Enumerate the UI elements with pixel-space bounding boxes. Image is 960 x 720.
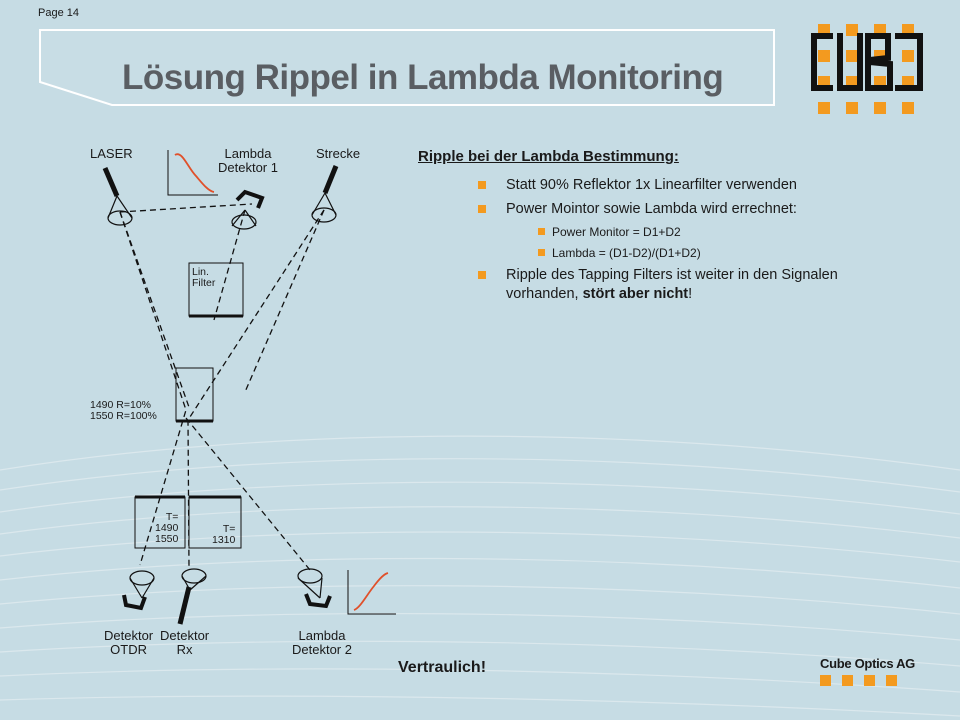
beam-strecke-rx	[187, 209, 325, 569]
laser-lens	[107, 210, 133, 226]
rx-fiber	[177, 586, 192, 625]
beam-lambda2	[185, 417, 311, 571]
laser-fiber	[102, 167, 120, 197]
graph-lambda1-curve	[174, 153, 215, 193]
content-heading: Ripple bei der Lambda Bestimmung:	[418, 148, 679, 165]
company-squares	[820, 673, 908, 691]
graph-lambda1-axes	[167, 150, 218, 196]
splitter-box	[175, 367, 214, 422]
graph-lambda2-axes	[347, 570, 396, 615]
label-filter-b: T=1310	[212, 523, 236, 546]
lambda2-detector	[304, 593, 332, 609]
graph-lambda2-curve	[353, 572, 389, 611]
label-splitter: 1490 R=10%1550 R=100%	[90, 399, 157, 422]
page-number: Page 14	[38, 7, 79, 19]
bullet-list: Statt 90% Reflektor 1x Linearfilter verw…	[478, 176, 878, 309]
cubo-logo	[811, 24, 923, 114]
company-name: Cube Optics AG	[820, 656, 915, 671]
bullet-item: Statt 90% Reflektor 1x Linearfilter verw…	[478, 176, 878, 195]
otdr-detector	[122, 594, 147, 611]
lambda1-lens	[231, 214, 257, 230]
label-lin-filter: Lin.Filter	[192, 266, 216, 289]
strecke-fiber	[322, 165, 339, 194]
title-frame	[39, 29, 775, 106]
sub-bullet-item: Lambda = (D1-D2)/(D1+D2)	[538, 245, 878, 261]
sub-bullet-item: Power Monitor = D1+D2	[538, 224, 878, 240]
beam-laser-lambda1	[119, 203, 253, 213]
label-laser: LASER	[90, 146, 133, 161]
bullet-item: Power Mointor sowie Lambda wird errechne…	[478, 200, 878, 219]
strecke-lens	[311, 207, 337, 223]
page-title: Lösung Rippel in Lambda Monitoring	[122, 58, 724, 97]
lambda1-detector	[235, 189, 265, 209]
label-strecke: Strecke	[316, 146, 361, 161]
bullet-item: Ripple des Tapping Filters ist weiter in…	[478, 266, 878, 304]
footer-confidential: Vertraulich!	[398, 659, 487, 676]
